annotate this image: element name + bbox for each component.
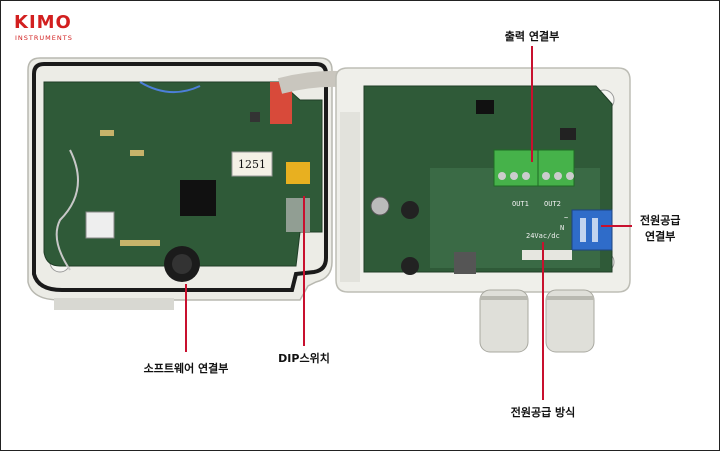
left-pcb: 1251	[43, 81, 323, 282]
out1-label: OUT1	[512, 200, 529, 208]
dip-switch-block	[286, 162, 310, 184]
callout-dip-switch: DIP스위치	[278, 352, 330, 365]
out2-terminal	[537, 149, 575, 187]
callout-power-connector-line2: 연결부	[645, 230, 676, 243]
kimo-logo: KIMO INSTRUMENTS	[14, 12, 114, 42]
cable-glands	[479, 289, 595, 353]
out2-label: OUT2	[544, 200, 561, 208]
line-label: ~	[564, 214, 568, 222]
right-pcb: OUT1 OUT2 24Vac/dc N ~	[363, 85, 613, 275]
neutral-label: N	[560, 224, 564, 232]
callout-power-connector-line1: 전원공급	[640, 214, 681, 227]
kimo-logo-text: KIMO	[14, 12, 72, 33]
callout-software-connector: 소프트웨어 연결부	[143, 362, 229, 375]
jumper-block	[85, 211, 115, 239]
callout-power-connector: 전원공급 연결부	[640, 212, 680, 244]
callout-lines	[185, 46, 632, 400]
voltage-label: 24Vac/dc	[526, 232, 560, 240]
callout-output-connector: 출력 연결부	[504, 30, 560, 43]
callout-power-supply-mode: 전원공급 방식	[510, 406, 576, 419]
model-sticker	[231, 151, 273, 177]
model-label: 1251	[238, 158, 266, 171]
out1-terminal	[493, 149, 539, 187]
mcu-chip	[180, 180, 216, 216]
kimo-logo-subtitle: INSTRUMENTS	[15, 34, 73, 42]
